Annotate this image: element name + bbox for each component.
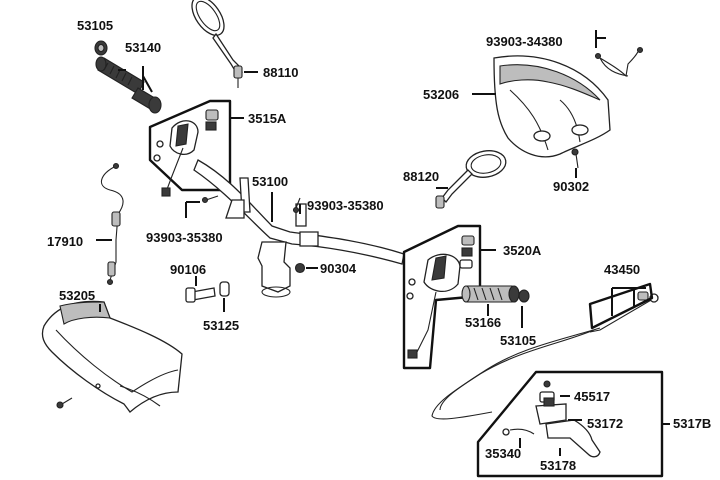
label-43450: 43450 — [604, 262, 640, 277]
right-bar-end — [518, 289, 530, 303]
leader-93903-35380-left — [185, 201, 200, 218]
label-53100: 53100 — [252, 174, 288, 189]
label-53105-right: 53105 — [500, 333, 536, 348]
left-switch-assembly — [153, 109, 219, 197]
label-53178: 53178 — [540, 458, 576, 473]
label-53105-left: 53105 — [77, 18, 113, 33]
label-5317B: 5317B — [673, 416, 711, 431]
nut-90304 — [294, 262, 306, 274]
leader-93903-34380 — [595, 30, 606, 48]
screw-90302 — [571, 148, 579, 169]
label-53166: 53166 — [465, 315, 501, 330]
wire-93903-34380 — [594, 46, 644, 78]
label-3515A: 3515A — [248, 111, 287, 126]
label-90304: 90304 — [320, 261, 357, 276]
left-mirror-part — [191, 0, 243, 88]
nut-53125 — [219, 281, 230, 297]
right-switch-assembly — [406, 235, 475, 359]
label-53172: 53172 — [587, 416, 623, 431]
throttle-cable-part — [100, 162, 124, 286]
frame-43450 — [588, 282, 654, 330]
brake-cable-part — [431, 291, 659, 420]
right-grip-part — [461, 285, 520, 303]
label-45517: 45517 — [574, 389, 610, 404]
rear-cover-part — [493, 55, 611, 158]
label-93903-35380-right: 93903-35380 — [307, 198, 384, 213]
bolt-90106 — [185, 287, 216, 303]
label-3520A: 3520A — [503, 243, 542, 258]
label-93903-35380-left: 93903-35380 — [146, 230, 223, 245]
leader-53140 — [142, 66, 153, 93]
label-53205: 53205 — [59, 288, 95, 303]
label-88120: 88120 — [403, 169, 439, 184]
label-53206: 53206 — [423, 87, 459, 102]
screw-53205 — [56, 397, 73, 409]
screw-93903-35380-right — [292, 197, 301, 214]
leader-43450 — [611, 287, 646, 316]
label-17910: 17910 — [47, 234, 83, 249]
label-53125: 53125 — [203, 318, 239, 333]
frame-3520A — [402, 224, 482, 370]
label-90302: 90302 — [553, 179, 589, 194]
label-88110: 88110 — [263, 65, 298, 80]
label-93903-34380: 93903-34380 — [486, 34, 563, 49]
label-90106: 90106 — [170, 262, 206, 277]
screw-93903-35380-left — [201, 195, 219, 204]
front-cover-part — [41, 300, 183, 413]
left-grip-part — [94, 40, 162, 114]
handlebar-part — [193, 159, 405, 298]
master-cylinder-assembly — [502, 380, 601, 458]
label-53140: 53140 — [125, 40, 161, 55]
right-mirror-part — [435, 150, 507, 209]
label-35340: 35340 — [485, 446, 521, 461]
